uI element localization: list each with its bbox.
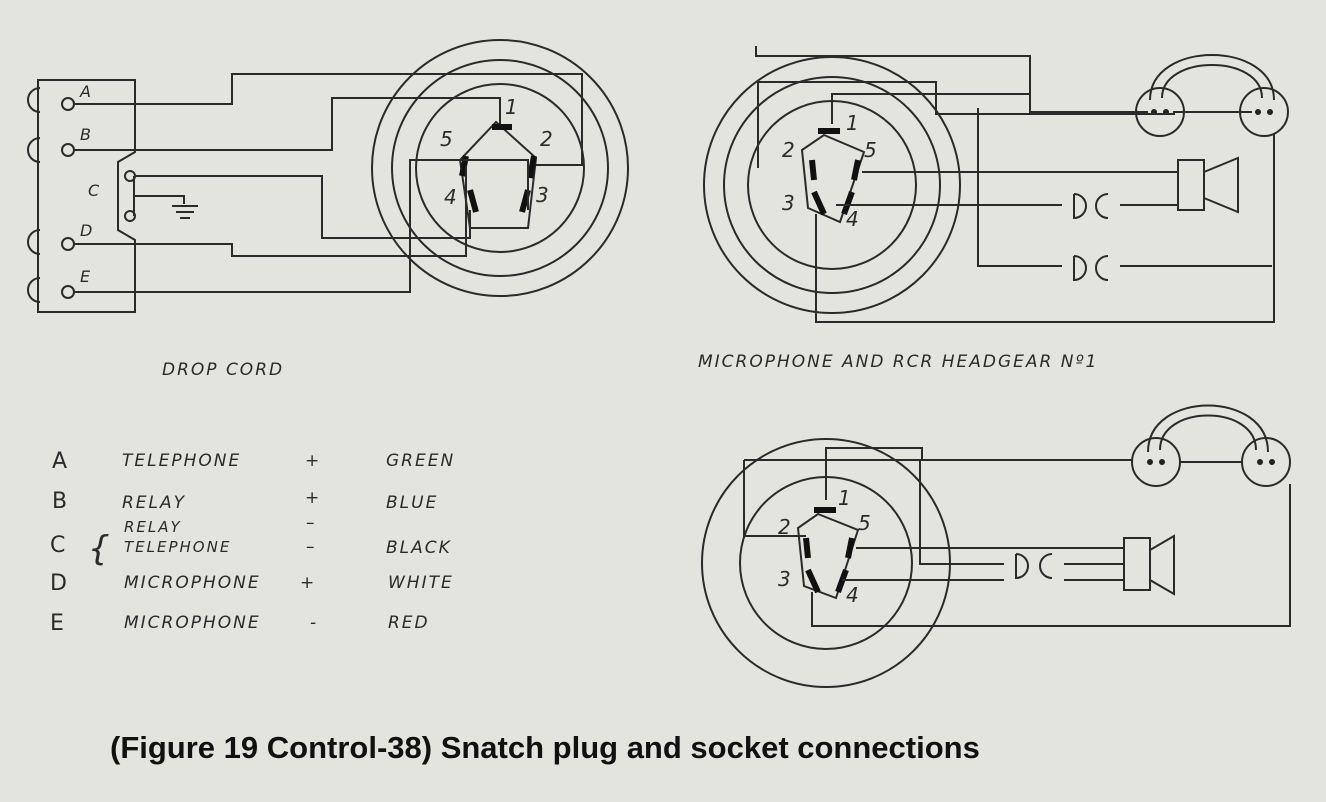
hg1-pin-3-contact (811, 190, 827, 216)
legend-color-a: GREEN (386, 451, 455, 471)
hg2-wire-2 (743, 460, 806, 537)
hg1-pin-2-contact (809, 159, 817, 181)
terminal-label-d: D (80, 221, 92, 240)
drop-cord-title: DROP CORD (162, 360, 284, 380)
legend-letter-d: D (50, 571, 67, 596)
wire-e (74, 159, 529, 293)
legend-letter-e: E (50, 611, 64, 636)
hg1-pin-label-5: 5 (864, 138, 877, 162)
hg2-inner-ring (739, 476, 913, 650)
terminal-label-b: B (80, 125, 91, 144)
hg1-middle-ring (723, 76, 941, 294)
legend-sign-c1: – (306, 513, 317, 533)
hg1-connector-lower (1073, 255, 1109, 282)
pin-4-contact (467, 189, 479, 213)
legend-color-b: BLUE (386, 493, 438, 513)
hg2-wire-1 (825, 447, 1132, 500)
terminal-label-e: E (80, 267, 91, 286)
legend-sign-b: + (305, 488, 321, 508)
hg1-pin-label-2: 2 (782, 138, 795, 162)
drop-cord-diagram: A B C D E 1 2 3 4 5 DROP (27, 39, 629, 380)
terminal-loop-b (27, 137, 41, 163)
legend-circuit-c1: RELAY (124, 518, 182, 536)
legend-color-d: WHITE (388, 573, 454, 593)
hg2-pin-label-3: 3 (778, 567, 791, 591)
hg2-pin-label-5: 5 (858, 511, 871, 535)
terminal-screw-a (61, 97, 75, 111)
legend-letter-c: C (50, 533, 65, 558)
pin-label-5: 5 (440, 127, 453, 151)
hg1-headphones (1135, 54, 1289, 137)
hg2-pin-label-1: 1 (838, 486, 851, 510)
hg2-pin-5-contact (845, 537, 855, 559)
headgear-2-diagram: 1 2 3 4 5 (701, 404, 1291, 688)
socket-pin-body (458, 120, 538, 229)
pin-label-4: 4 (444, 185, 457, 209)
terminal-label-c: C (88, 181, 100, 200)
figure-caption: (Figure 19 Control-38) Snatch plug and s… (110, 730, 980, 765)
wire-c (134, 175, 471, 239)
legend-circuit-e: MICROPHONE (124, 613, 261, 633)
legend-sign-e: - (310, 613, 318, 633)
legend-color-c: BLACK (386, 538, 452, 558)
hg1-pin-label-4: 4 (846, 207, 859, 231)
legend-circuit-b: RELAY (122, 493, 186, 513)
headgear-1-title: MICROPHONE AND RCR HEADGEAR Nº1 (698, 352, 1098, 372)
ground-symbol (133, 176, 198, 219)
hg1-wire-3 (977, 108, 1062, 267)
terminal-loop-e (27, 277, 41, 303)
hg2-microphone (1123, 534, 1175, 596)
hg1-wire-top (755, 46, 1031, 112)
legend-circuit-a: TELEPHONE (122, 451, 241, 471)
legend-brace-c: { (88, 529, 110, 569)
pin-2-contact (527, 155, 537, 179)
legend-sign-a: + (305, 451, 321, 471)
hg1-pin-label-1: 1 (846, 111, 859, 135)
terminal-screw-b (61, 143, 75, 157)
legend-letter-a: A (52, 449, 67, 474)
hg1-wire-1 (831, 93, 1148, 124)
headgear-1-diagram: 1 2 3 4 5 (698, 46, 1289, 372)
terminal-label-a: A (79, 82, 91, 101)
legend-sign-d: + (300, 573, 316, 593)
hg2-wire-box (744, 459, 1004, 565)
hg1-inner-ring (747, 100, 917, 270)
pin-label-1: 1 (505, 95, 518, 119)
hg2-pin-3-contact (805, 568, 821, 594)
terminal-screw-d (61, 237, 75, 251)
hg1-microphone (1177, 156, 1239, 214)
socket-middle-ring (391, 59, 609, 277)
wire-a (74, 73, 583, 166)
hg1-wire-2 (757, 81, 1252, 168)
socket-inner-ring (415, 83, 585, 253)
hg2-pin-label-2: 2 (778, 515, 791, 539)
hg2-pin-label-4: 4 (846, 583, 859, 607)
hg1-connector-upper (1073, 193, 1109, 220)
terminal-loop-a (27, 87, 41, 113)
wire-b (74, 97, 501, 151)
terminal-loop-d (27, 229, 41, 255)
hg1-pin-body (800, 133, 866, 224)
wire-d (74, 166, 467, 257)
pin-label-2: 2 (540, 127, 553, 151)
hg1-pin-label-3: 3 (782, 191, 795, 215)
color-code-legend: A TELEPHONE + GREEN B RELAY + BLUE C { R… (50, 449, 455, 636)
hg1-wire-return (815, 134, 1275, 323)
hg1-pin-5-contact (851, 159, 861, 181)
legend-letter-b: B (52, 489, 67, 514)
legend-circuit-c2: TELEPHONE (124, 538, 231, 556)
terminal-screw-e (61, 285, 75, 299)
hg1-pin-4-contact (841, 190, 855, 216)
hg2-pin-2-contact (803, 537, 811, 559)
legend-sign-c2: – (306, 537, 317, 557)
socket-outer-ring (371, 39, 629, 297)
hg2-pin-body (796, 512, 860, 600)
hg2-wire-return (811, 484, 1291, 627)
pin-label-3: 3 (536, 183, 549, 207)
hg2-connector (1015, 553, 1053, 580)
hg2-headphones (1131, 404, 1291, 487)
legend-color-e: RED (388, 613, 430, 633)
legend-circuit-d: MICROPHONE (124, 573, 261, 593)
